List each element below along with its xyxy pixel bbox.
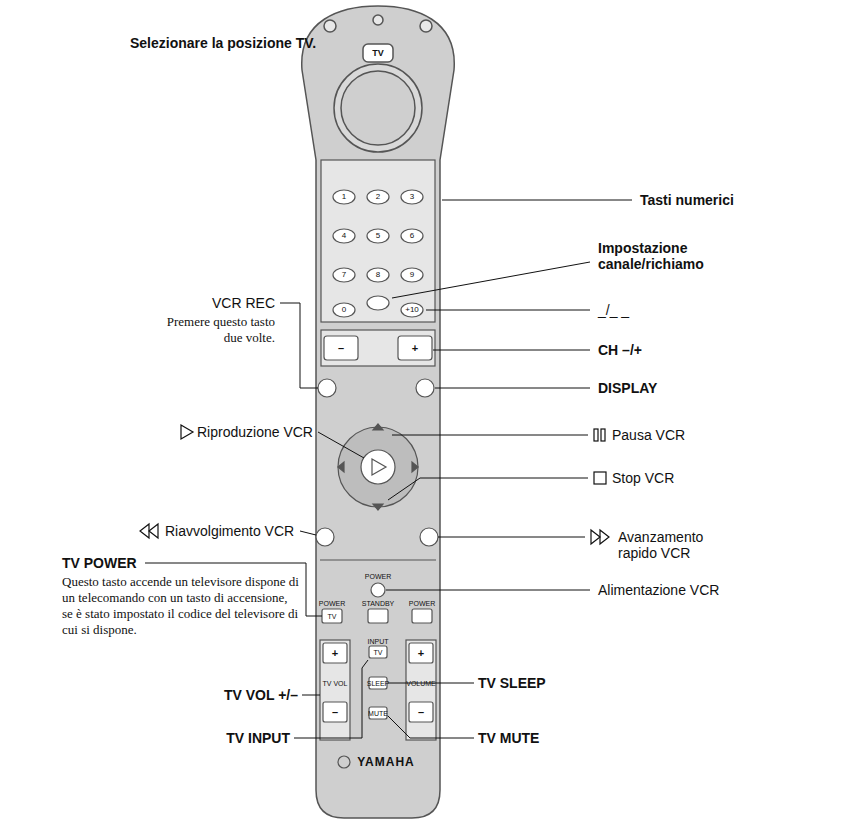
- key-label: –: [418, 707, 424, 718]
- key-label: –: [338, 343, 344, 354]
- key-label: 0: [342, 306, 346, 314]
- key-label: SLEEP: [367, 680, 390, 687]
- callout-label: DISPLAY: [598, 380, 657, 396]
- key-label: 8: [376, 271, 380, 279]
- instruction: Selezionare la posizione TV.: [130, 35, 316, 51]
- key-label: 5: [376, 232, 380, 240]
- number-panel: [321, 160, 435, 322]
- callout-label: TV POWER: [62, 555, 137, 571]
- callout-label: Impostazione canale/richiamo: [598, 240, 748, 272]
- key-label: 1: [342, 193, 346, 201]
- callout-note: Premere questo tasto due volte.: [150, 314, 275, 346]
- key-label: –: [332, 707, 338, 718]
- callout-label: Tasti numerici: [640, 192, 734, 208]
- key-label: 9: [410, 271, 414, 279]
- key-label: +10: [405, 306, 419, 314]
- callout-label: Alimentazione VCR: [598, 582, 719, 598]
- key-label: +: [332, 648, 338, 659]
- key-label: 7: [342, 271, 346, 279]
- callout-label: _/_ _: [598, 302, 629, 318]
- callout-label: VCR REC: [212, 295, 275, 311]
- key-label: TV VOL: [323, 680, 348, 687]
- key-label: STANDBY: [362, 600, 395, 607]
- channel-panel: [321, 330, 435, 366]
- key-label: 4: [342, 232, 346, 240]
- key-label: POWER: [319, 600, 345, 607]
- volume-keys: [320, 640, 436, 768]
- transport-keys: [316, 379, 438, 623]
- key-label: 6: [410, 232, 414, 240]
- callout-label: Pausa VCR: [612, 427, 685, 443]
- callout-label: TV MUTE: [478, 730, 539, 746]
- callout-label: Avanzamento rapido VCR: [618, 529, 728, 561]
- key-symbols: [140, 425, 609, 544]
- key-label: +: [418, 648, 424, 659]
- callout-label: TV SLEEP: [478, 675, 546, 691]
- key-label: INPUT: [368, 638, 389, 645]
- key-label: 2: [376, 193, 380, 201]
- callout-note: Questo tasto accende un televisore dispo…: [62, 574, 300, 638]
- callout-label: TV INPUT: [226, 730, 290, 746]
- brand-logo: YAMAHA: [357, 756, 415, 768]
- key-label: POWER: [365, 573, 391, 580]
- callout-label: Riavvolgimento VCR: [165, 523, 294, 539]
- callout-label: TV VOL +/–: [224, 687, 298, 703]
- key-label: +: [412, 343, 418, 354]
- remote-body: [302, 6, 455, 818]
- callout-label: Stop VCR: [612, 470, 674, 486]
- key-label: MUTE: [368, 710, 388, 717]
- leader-lines: [145, 200, 632, 738]
- key-label: TV: [372, 49, 384, 58]
- key-label: TV: [328, 613, 337, 620]
- key-label: TV: [374, 649, 383, 656]
- key-label: 3: [410, 193, 414, 201]
- callout-label: CH –/+: [598, 342, 642, 358]
- key-label: POWER: [409, 600, 435, 607]
- callout-label: Riproduzione VCR: [197, 424, 313, 440]
- key-label: VOLUME: [406, 680, 436, 687]
